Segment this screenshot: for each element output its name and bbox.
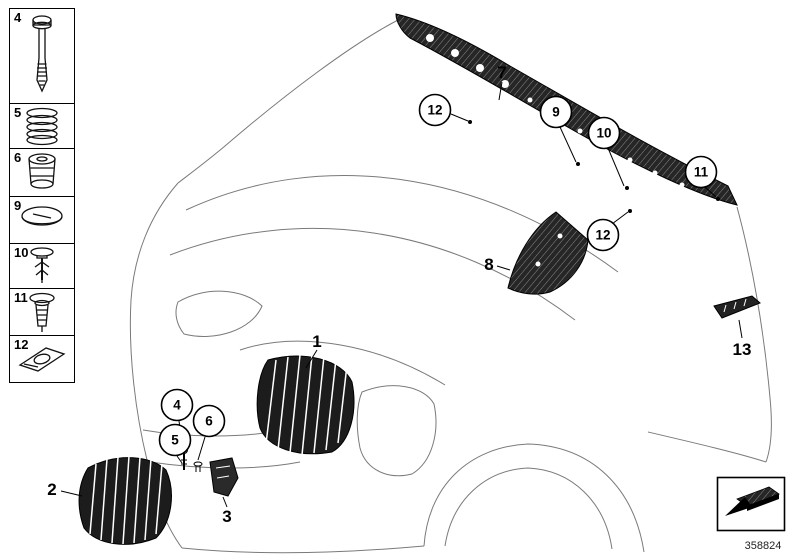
legend-item-number: 6 [14,149,22,165]
callout-label: 10 [596,126,611,141]
legend-item-number: 12 [14,337,29,353]
callout-label: 12 [595,228,610,243]
grille-1-slats [265,354,348,456]
part-grille-2[interactable] [78,455,172,545]
legend-item-12[interactable]: 12 [9,335,75,384]
part-label-text: 8 [484,255,493,274]
callout-circle-9[interactable]: 9 [539,95,573,129]
fastener-grommet-small[interactable] [193,461,203,472]
part-label-7[interactable]: 7 [497,63,506,82]
part-label-text: 2 [47,480,56,499]
part-label-8[interactable]: 8 [484,255,493,274]
callout-label: 11 [694,165,709,180]
legend-item-number: 9 [14,198,22,214]
rivet-icon [30,247,54,284]
callout-circle-12-b[interactable]: 12 [586,218,620,252]
diagram-number: 358824 [745,540,782,552]
direction-icon-box [716,476,786,532]
part-label-13[interactable]: 13 [733,340,752,359]
legend-item-9[interactable]: 9 [9,196,75,245]
legend-column: 4 5 6 [9,8,75,384]
part-label-3[interactable]: 3 [222,507,231,526]
callout-circle-12-a[interactable]: 12 [418,93,452,127]
callout-circle-10[interactable]: 10 [587,116,621,150]
part-grille-1[interactable] [256,354,355,456]
legend-item-4[interactable]: 4 [9,8,75,105]
callout-label: 9 [552,105,560,120]
legend-item-number: 11 [14,290,28,306]
callout-label: 6 [205,414,213,429]
callout-circle-11[interactable]: 11 [684,155,718,189]
callout-circle-5[interactable]: 5 [158,423,192,457]
part-label-1[interactable]: 1 [312,332,321,351]
legend-item-number: 4 [14,10,22,25]
callout-label: 5 [171,433,179,448]
part-trim-13[interactable] [713,295,761,319]
callout-label: 4 [173,398,181,413]
part-label-text: 1 [312,332,321,351]
spring-icon [26,108,58,146]
direction-arrow-icon [725,486,780,516]
bolt-icon [32,14,52,93]
clip-nut-icon [18,347,66,373]
part-seal-cover[interactable] [507,211,589,295]
callout-label: 12 [427,103,442,118]
legend-item-number: 10 [14,244,29,260]
legend-item-10[interactable]: 10 [9,242,75,290]
part-label-2[interactable]: 2 [47,480,56,499]
legend-item-number: 5 [14,105,22,121]
part-label-text: 3 [222,507,231,526]
part-label-text: 13 [733,340,752,359]
legend-item-5[interactable]: 5 [9,103,75,150]
expansion-rivet-icon [29,292,55,332]
cap-icon [21,206,63,226]
grommet-icon [28,153,56,189]
grille-2-slats [89,455,163,545]
legend-item-6[interactable]: 6 [9,147,75,198]
legend-item-11[interactable]: 11 [9,288,75,338]
part-label-text: 7 [497,63,506,82]
callout-circle-6[interactable]: 6 [192,404,226,438]
part-bracket-3[interactable] [209,457,239,497]
callout-circle-4[interactable]: 4 [160,388,194,422]
